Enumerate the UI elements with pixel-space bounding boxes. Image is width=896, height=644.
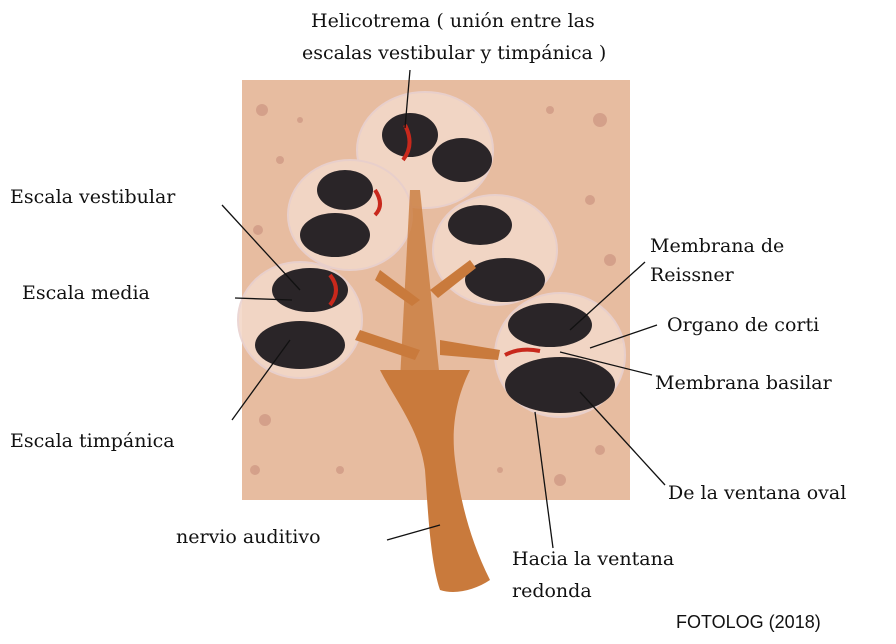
escala-vestibular-label: Escala vestibular [10,184,175,210]
escala-media-label: Escala media [22,280,150,306]
image-credit: FOTOLOG (2018) [676,612,821,633]
escala-timpanica-label: Escala timpánica [10,428,175,454]
helicotrema-label-line2: escalas vestibular y timpánica ) [302,40,606,66]
helicotrema-label-line1: Helicotrema ( unión entre las [311,8,595,34]
membrana-reissner-label-line2: Reissner [650,262,734,288]
ventana-oval-label: De la ventana oval [668,480,846,506]
organo-corti-label: Organo de corti [667,312,819,338]
membrana-basilar-label: Membrana basilar [655,370,832,396]
ventana-redonda-label-line1: Hacia la ventana [512,546,674,572]
membrana-reissner-label-line1: Membrana de [650,233,784,259]
nervio-auditivo-label: nervio auditivo [176,524,321,550]
ventana-redonda-label-line2: redonda [512,578,592,604]
